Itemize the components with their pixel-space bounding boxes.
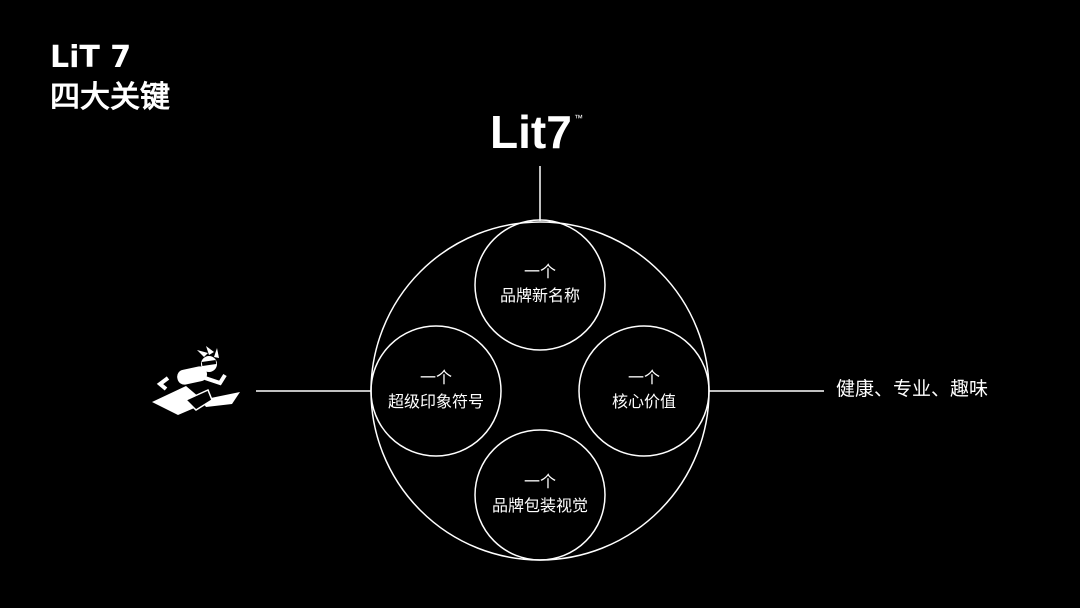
node-circle-right (578, 325, 710, 457)
slide-title: LiT 7 四大关键 (50, 38, 170, 118)
node-circle-top (474, 219, 606, 351)
node-circle-left (370, 325, 502, 457)
node-core-value: 一个 核心价值 (564, 366, 724, 414)
node-core-value-line-1: 一个 (627, 368, 660, 387)
node-brand-name-line-1: 一个 (523, 262, 556, 281)
node-packaging-visual-line-1: 一个 (523, 472, 556, 491)
node-packaging-visual-line-2: 品牌包装视觉 (491, 496, 588, 515)
lit7-logo: Lit7 (490, 106, 572, 158)
trademark-symbol: ™ (574, 113, 583, 123)
node-super-symbol: 一个 超级印象符号 (356, 366, 516, 414)
core-value-description: 健康、专业、趣味 (836, 378, 989, 400)
title-line-1: LiT 7 (50, 40, 132, 75)
running-mascot-icon (152, 346, 240, 415)
node-circle-bottom (474, 429, 606, 561)
node-brand-name-line-2: 品牌新名称 (499, 286, 580, 305)
title-line-2: 四大关键 (50, 80, 170, 115)
node-packaging-visual: 一个 品牌包装视觉 (460, 470, 620, 518)
node-super-symbol-line-2: 超级印象符号 (387, 392, 484, 411)
node-brand-name: 一个 品牌新名称 (460, 260, 620, 308)
node-core-value-line-2: 核心价值 (611, 392, 676, 411)
node-super-symbol-line-1: 一个 (419, 368, 452, 387)
